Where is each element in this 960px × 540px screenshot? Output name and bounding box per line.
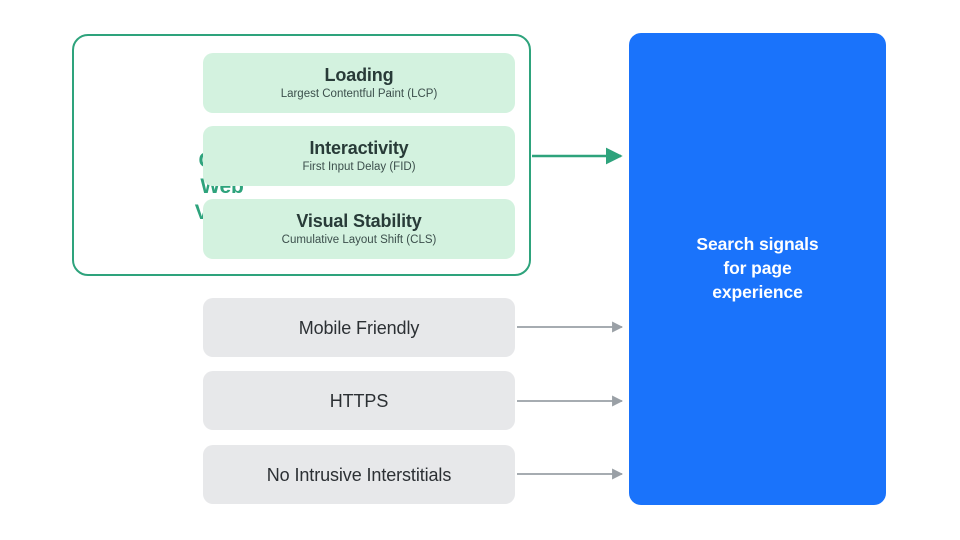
- signal-label-mobile-friendly: Mobile Friendly: [298, 317, 420, 338]
- signal-https[interactable]: HTTPS: [203, 371, 515, 430]
- metric-subtitle-loading: Largest Contentful Paint (LCP): [280, 88, 438, 100]
- signal-mobile-friendly[interactable]: Mobile Friendly: [203, 298, 515, 357]
- metric-subtitle-visual-stability: Cumulative Layout Shift (CLS): [281, 234, 437, 246]
- metric-subtitle-interactivity: First Input Delay (FID): [302, 161, 416, 173]
- signal-label-no-intrusive-interstitials: No Intrusive Interstitials: [266, 464, 452, 485]
- metric-title-loading: Loading: [324, 65, 394, 85]
- signal-label-https: HTTPS: [329, 390, 389, 411]
- metric-title-interactivity: Interactivity: [309, 138, 409, 158]
- signal-no-intrusive-interstitials[interactable]: No Intrusive Interstitials: [203, 445, 515, 504]
- outcome-panel-label: Search signals for page experience: [696, 234, 819, 302]
- metric-card-visual-stability[interactable]: Visual Stability Cumulative Layout Shift…: [203, 199, 515, 259]
- metric-card-loading[interactable]: Loading Largest Contentful Paint (LCP): [203, 53, 515, 113]
- outcome-panel: Search signals for page experience: [629, 33, 886, 505]
- metric-card-interactivity[interactable]: Interactivity First Input Delay (FID): [203, 126, 515, 186]
- metric-title-visual-stability: Visual Stability: [296, 211, 422, 231]
